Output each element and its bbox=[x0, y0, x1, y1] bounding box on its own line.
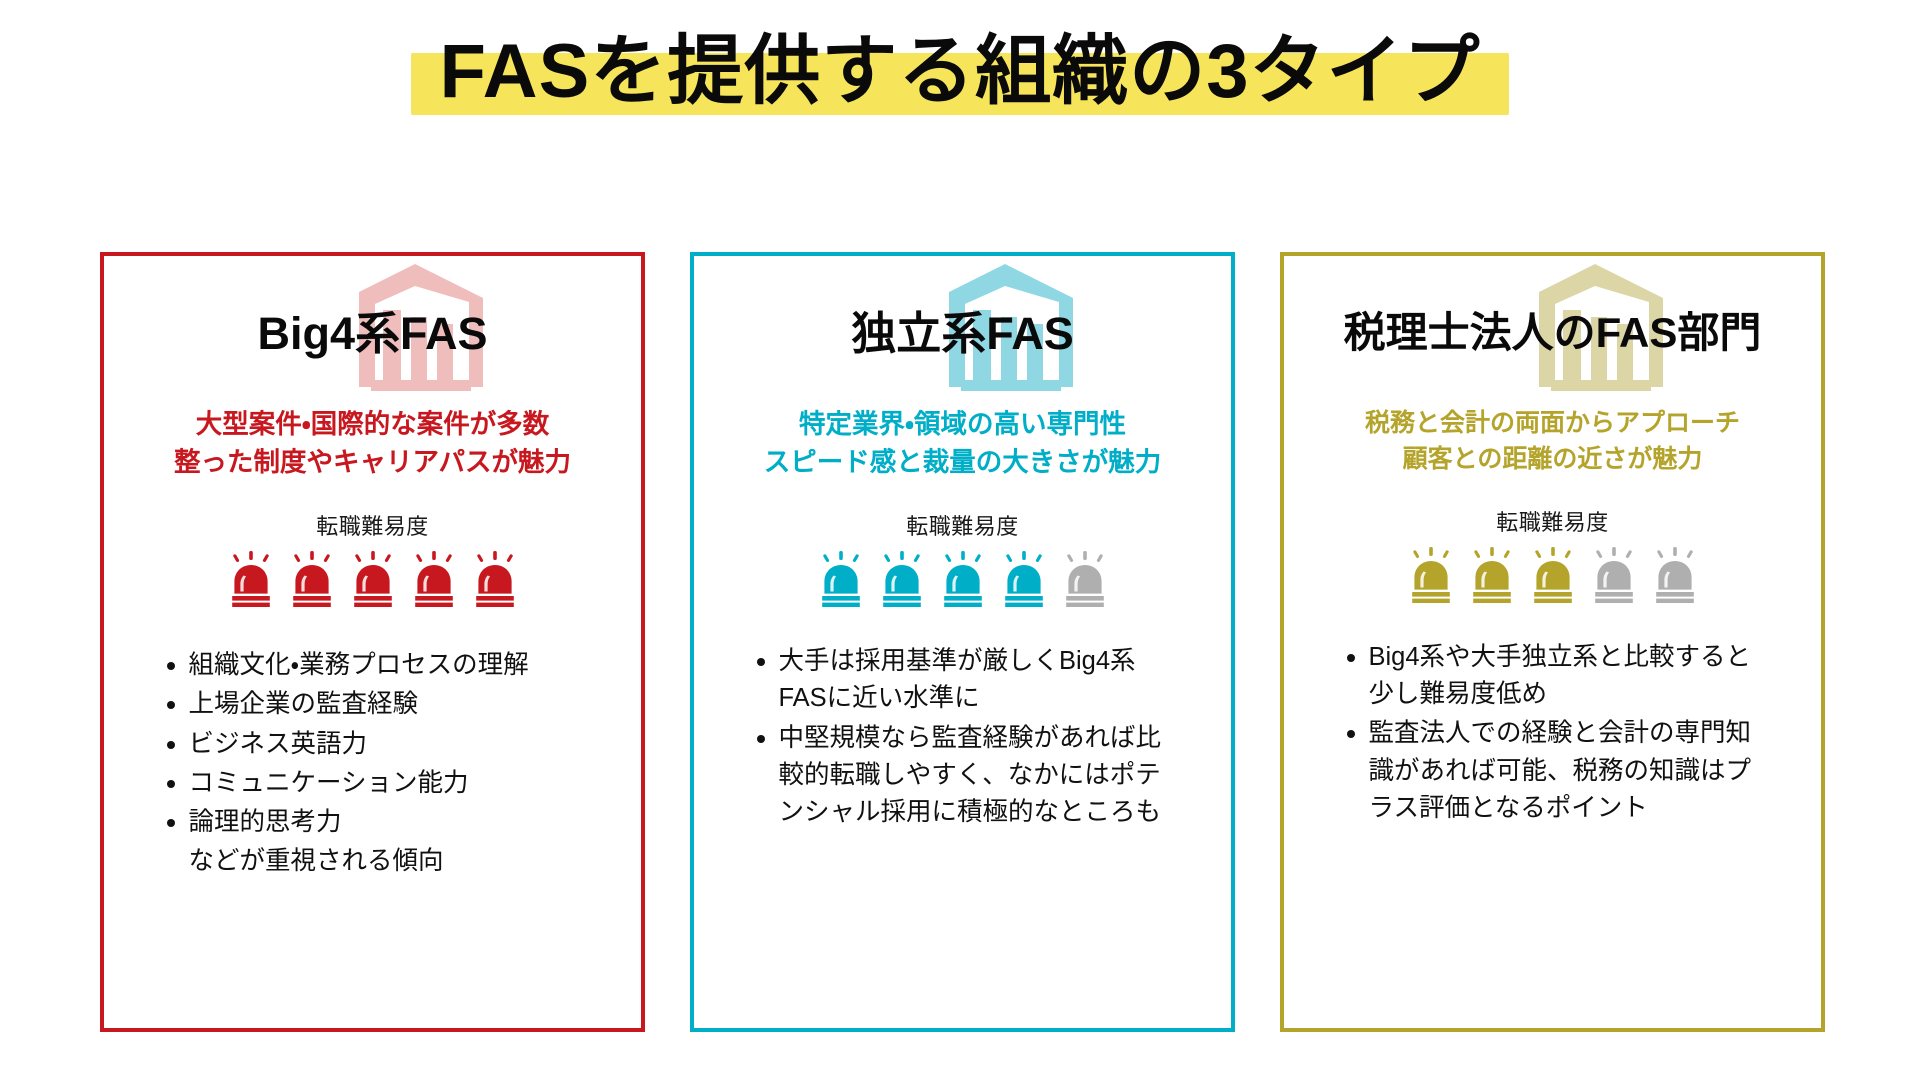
card-subtitle: 大型案件・国際的な案件が多数 整った制度やキャリアパスが魅力 bbox=[174, 406, 571, 481]
siren-icon bbox=[353, 551, 392, 608]
list-item: 大手は採用基準が厳しくBig4系FASに近い水準に bbox=[753, 643, 1173, 717]
siren-icon bbox=[1004, 551, 1043, 608]
difficulty-label: 転職難易度 bbox=[906, 514, 1019, 540]
card-subtitle-line1: 税務と会計の両面からアプローチ bbox=[1364, 409, 1740, 437]
list-item: ビジネス英語力 bbox=[163, 726, 583, 763]
difficulty-label: 転職難易度 bbox=[316, 514, 429, 540]
card-header: Big4系FAS bbox=[104, 256, 641, 402]
card-independent-fas[interactable]: 独立系FAS 特定業界・領域の高い専門性 スピード感と裁量の大きさが魅力 転職難… bbox=[690, 252, 1235, 1032]
card-subtitle-line1: 特定業界・領域の高い専門性 bbox=[798, 409, 1126, 439]
page-header: FASを提供する組織の3タイプ bbox=[0, 24, 1920, 119]
siren-icon bbox=[882, 551, 921, 608]
siren-icon bbox=[1594, 547, 1633, 603]
siren-icon bbox=[292, 551, 331, 608]
list-item: コミュニケーション能力 bbox=[163, 765, 583, 802]
title-highlight-bar bbox=[411, 53, 1509, 115]
list-footnote: などが重視される傾向 bbox=[188, 847, 444, 876]
card-grid: Big4系FAS 大型案件・国際的な案件が多数 整った制度やキャリアパスが魅力 … bbox=[100, 252, 1825, 1032]
siren-icon bbox=[1472, 547, 1511, 603]
list-item: 監査法人での経験と会計の専門知識があれば可能、税務の知識はプラス評価となるポイン… bbox=[1343, 715, 1763, 827]
card-subtitle-line1: 大型案件・国際的な案件が多数 bbox=[195, 409, 550, 439]
card-header: 独立系FAS bbox=[694, 256, 1231, 402]
list-item: Big4系や大手独立系と比較すると少し難易度低め bbox=[1343, 639, 1763, 713]
siren-icon bbox=[1065, 551, 1104, 608]
card-header: 税理士法人のFAS部門 bbox=[1284, 256, 1821, 402]
siren-icon bbox=[821, 551, 860, 608]
card-subtitle-line2: スピード感と裁量の大きさが魅力 bbox=[763, 446, 1162, 477]
siren-icon bbox=[414, 551, 453, 608]
list-item: 上場企業の監査経験 bbox=[163, 686, 583, 723]
difficulty-label: 転職難易度 bbox=[1496, 510, 1609, 535]
siren-icon bbox=[1411, 547, 1450, 603]
card-subtitle: 特定業界・領域の高い専門性 スピード感と裁量の大きさが魅力 bbox=[764, 406, 1162, 481]
difficulty-rating bbox=[225, 551, 521, 608]
siren-icon bbox=[231, 551, 270, 608]
siren-icon bbox=[1655, 547, 1694, 603]
card-big4-fas[interactable]: Big4系FAS 大型案件・国際的な案件が多数 整った制度やキャリアパスが魅力 … bbox=[100, 252, 645, 1032]
card-tax-firm-fas[interactable]: 税理士法人のFAS部門 税務と会計の両面からアプローチ 顧客との距離の近さが魅力… bbox=[1280, 252, 1825, 1032]
card-subtitle-line2: 顧客との距離の近さが魅力 bbox=[1402, 444, 1703, 473]
requirements-list: 大手は採用基準が厳しくBig4系FASに近い水準に 中堅規模なら監査経験があれば… bbox=[753, 643, 1173, 833]
siren-icon bbox=[943, 551, 982, 608]
requirements-list: 組織文化・業務プロセスの理解 上場企業の監査経験 ビジネス英語力 コミュニケーシ… bbox=[163, 647, 583, 882]
list-item: 中堅規模なら監査経験があれば比較的転職しやすく、なかにはポテンシャル採用に積極的… bbox=[753, 720, 1173, 832]
requirements-list: Big4系や大手独立系と比較すると少し難易度低め 監査法人での経験と会計の専門知… bbox=[1343, 639, 1763, 829]
card-title: 独立系FAS bbox=[851, 307, 1074, 359]
card-title: Big4系FAS bbox=[257, 307, 488, 359]
difficulty-rating bbox=[815, 551, 1111, 608]
difficulty-rating bbox=[1405, 547, 1701, 603]
card-title: 税理士法人のFAS部門 bbox=[1343, 308, 1762, 356]
list-item: 論理的思考力 bbox=[163, 804, 583, 841]
siren-icon bbox=[1533, 547, 1572, 603]
siren-icon bbox=[475, 551, 514, 608]
list-item: 組織文化・業務プロセスの理解 bbox=[163, 647, 583, 684]
card-subtitle-line2: 整った制度やキャリアパスが魅力 bbox=[174, 446, 571, 477]
title-block: FASを提供する組織の3タイプ bbox=[411, 24, 1509, 119]
page-title: FASを提供する組織の3タイプ bbox=[439, 29, 1481, 114]
card-subtitle: 税務と会計の両面からアプローチ 顧客との距離の近さが魅力 bbox=[1365, 406, 1740, 477]
